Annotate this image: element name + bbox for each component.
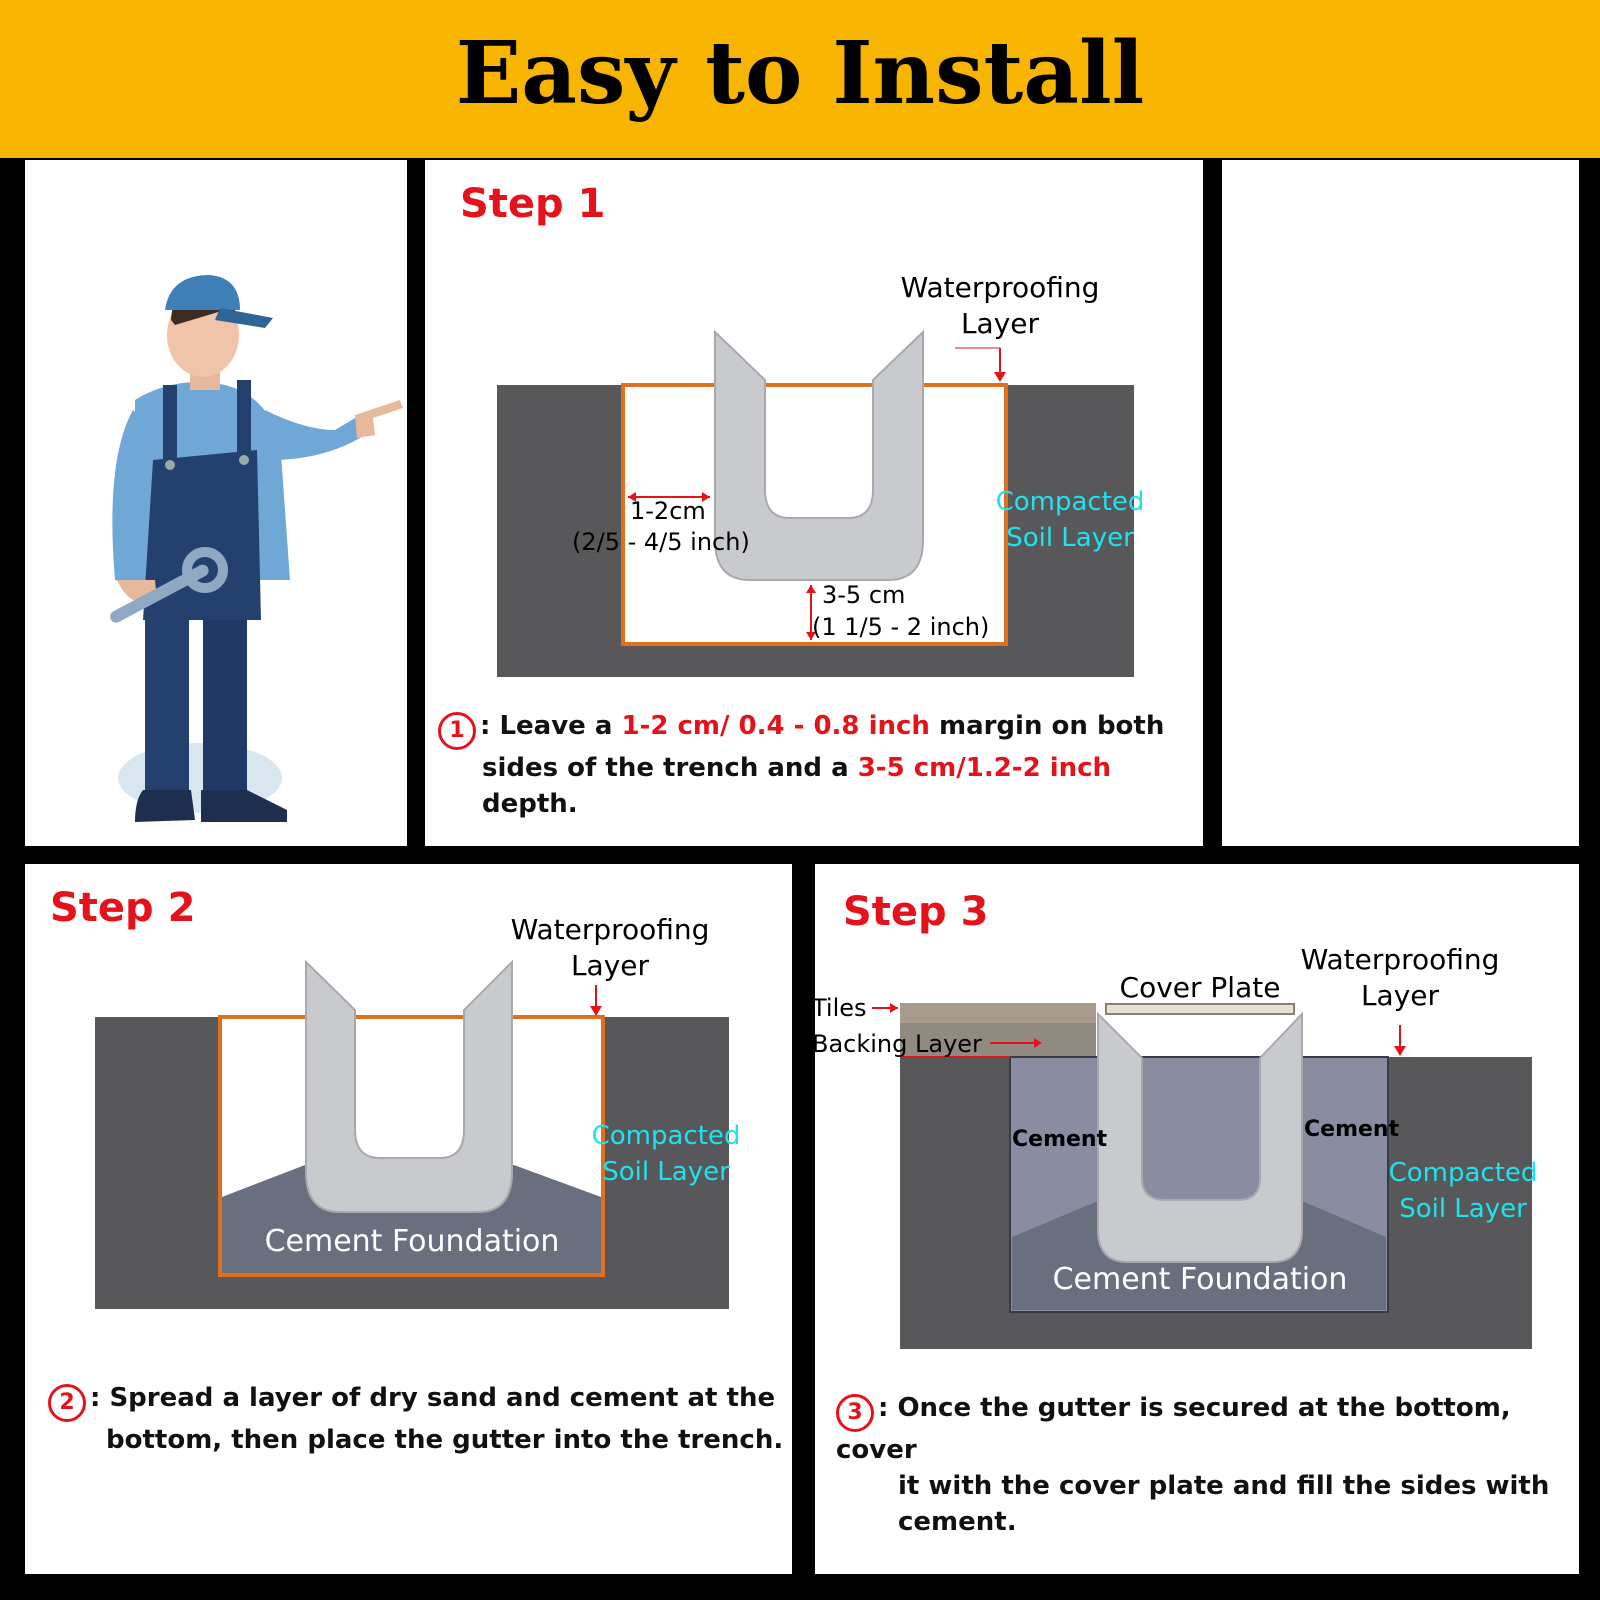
step1-number-badge: 1 bbox=[438, 712, 476, 750]
step1-depth-inch: (1 1/5 - 2 inch) bbox=[812, 613, 990, 641]
step1-soil-label: Compacted Soil Layer bbox=[990, 484, 1150, 556]
waterproofing-text: Waterproofing bbox=[900, 271, 1100, 304]
step2-heading: Step 2 bbox=[50, 885, 196, 931]
step2-waterproofing-label: Waterproofing Layer bbox=[490, 912, 730, 984]
step3-tiles-label: Tiles bbox=[812, 994, 867, 1022]
wrench-icon bbox=[110, 547, 228, 623]
step1-text-f: depth. bbox=[482, 789, 578, 819]
step1-waterproofing-label: Waterproofing Layer bbox=[880, 270, 1120, 342]
soil-line1: Compacted bbox=[1388, 1158, 1538, 1188]
step3-line2: it with the cover plate and fill the sid… bbox=[898, 1471, 1550, 1501]
step2-soil-label: Compacted Soil Layer bbox=[586, 1118, 746, 1190]
waterproofing-text: Waterproofing bbox=[1300, 943, 1500, 976]
step3-heading: Step 3 bbox=[843, 889, 989, 935]
step1-text-d: sides of the trench and a bbox=[482, 753, 858, 783]
header-banner bbox=[0, 0, 1600, 158]
step1-margin-cm: 1-2cm bbox=[630, 497, 706, 525]
step2-line1: : Spread a layer of dry sand and cement … bbox=[90, 1383, 776, 1413]
right-blank-panel bbox=[1222, 160, 1579, 846]
step2-foundation-label: Cement Foundation bbox=[264, 1224, 560, 1259]
step1-depth-cm: 3-5 cm bbox=[822, 581, 906, 609]
step1-text-b: 1-2 cm/ 0.4 - 0.8 inch bbox=[621, 711, 930, 741]
step3-cover-label: Cover Plate bbox=[1119, 971, 1281, 1004]
page-title: Easy to Install bbox=[455, 23, 1145, 124]
step3-line3: cement. bbox=[898, 1507, 1017, 1537]
step2-number-badge: 2 bbox=[48, 1384, 86, 1422]
layer-text: Layer bbox=[960, 307, 1040, 340]
soil-line1: Compacted bbox=[591, 1121, 741, 1151]
soil-line2: Soil Layer bbox=[1399, 1194, 1527, 1224]
step3-backing-label: Backing Layer bbox=[812, 1030, 982, 1058]
step1-text-e: 3-5 cm/1.2-2 inch bbox=[857, 753, 1112, 783]
step1-instruction: 1: Leave a 1-2 cm/ 0.4 - 0.8 inch margin… bbox=[438, 708, 1198, 822]
step2-line2: bottom, then place the gutter into the t… bbox=[106, 1425, 784, 1455]
step3-soil-label: Compacted Soil Layer bbox=[1383, 1155, 1543, 1227]
soil-line2: Soil Layer bbox=[602, 1157, 730, 1187]
step3-instruction: 3: Once the gutter is secured at the bot… bbox=[836, 1390, 1576, 1540]
waterproofing-text: Waterproofing bbox=[510, 913, 710, 946]
step3-cement-left: Cement bbox=[1012, 1127, 1108, 1152]
step3-waterproofing-label: Waterproofing Layer bbox=[1280, 942, 1520, 1014]
step1-text-c: margin on both bbox=[929, 711, 1165, 741]
step3-line1: : Once the gutter is secured at the bott… bbox=[836, 1393, 1511, 1465]
layer-text: Layer bbox=[1360, 979, 1440, 1012]
soil-line1: Compacted bbox=[995, 487, 1145, 517]
worker-illustration bbox=[110, 275, 403, 822]
step1-margin-inch: (2/5 - 4/5 inch) bbox=[572, 528, 750, 556]
step1-text-a: : Leave a bbox=[480, 711, 622, 741]
step3-number-badge: 3 bbox=[836, 1394, 874, 1432]
step3-foundation-label: Cement Foundation bbox=[1052, 1262, 1348, 1297]
soil-line2: Soil Layer bbox=[1006, 523, 1134, 553]
step2-instruction: 2: Spread a layer of dry sand and cement… bbox=[48, 1380, 788, 1458]
step1-heading: Step 1 bbox=[460, 181, 606, 227]
layer-text: Layer bbox=[570, 949, 650, 982]
step3-cement-right: Cement bbox=[1304, 1117, 1400, 1142]
